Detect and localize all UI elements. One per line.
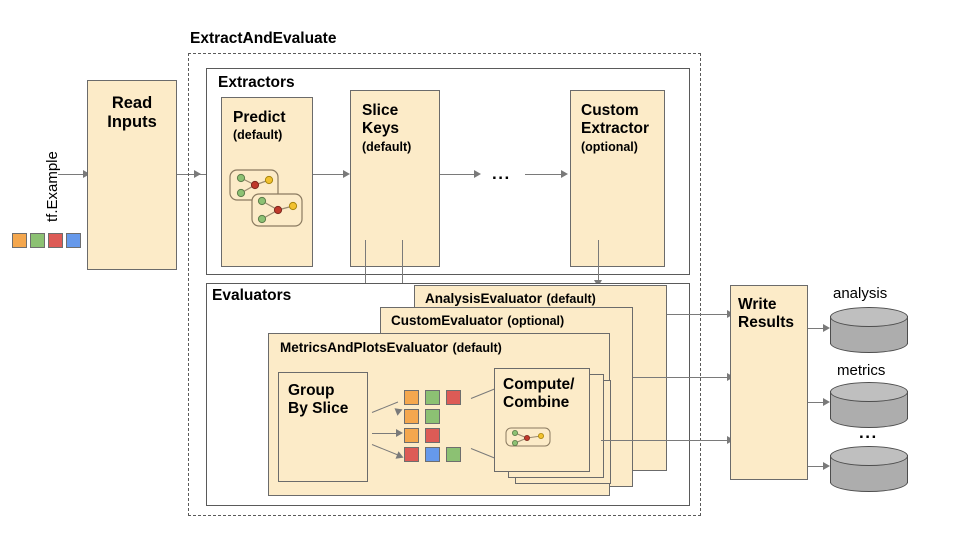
swatch-blue [66, 233, 81, 248]
arrowhead-ellipsis-to-custom [561, 170, 568, 178]
group-by-slice-label-line1: Group [288, 382, 335, 399]
extract-and-evaluate-container [188, 53, 701, 516]
arrowhead-extract-entry [194, 170, 201, 178]
arrow-write-to-analysis [808, 328, 827, 329]
extractor-custom-name-line1: Custom [581, 102, 639, 119]
extractor-box-slice-keys[interactable]: Slice Keys (default) [350, 90, 440, 267]
arrowhead-write-to-analysis [823, 324, 830, 332]
extractors-title: Extractors [218, 74, 295, 91]
swatch-orange [12, 233, 27, 248]
cylinder-top [830, 307, 908, 327]
output-store-analysis[interactable] [830, 307, 908, 353]
slice-swatch [404, 409, 419, 424]
extractor-slicekeys-name-line1: Slice [362, 102, 399, 119]
evaluators-title: Evaluators [212, 287, 292, 304]
output-label-more: ... [859, 423, 878, 442]
output-label-metrics: metrics [837, 362, 886, 379]
compute-combine-box[interactable]: Compute/ Combine [494, 368, 590, 472]
swatch-green [30, 233, 45, 248]
arrow-slicekeys-to-ellipsis [440, 174, 478, 175]
extractor-box-custom[interactable]: Custom Extractor (optional) [570, 90, 665, 267]
arrow-predict-to-slicekeys [313, 174, 346, 175]
evaluator-analysis-qualifier: (default) [546, 292, 596, 306]
slice-swatch-grid [404, 390, 466, 462]
extractors-ellipsis: ... [492, 164, 511, 183]
arrowhead-write-to-metrics [823, 398, 830, 406]
cylinder-top [830, 382, 908, 402]
swatch-red [48, 233, 63, 248]
write-results-label-line1: Write [738, 296, 777, 313]
slice-swatch [425, 390, 440, 405]
slice-swatch [446, 447, 461, 462]
input-swatch-group [12, 233, 82, 249]
extractor-predict-qualifier: (default) [233, 128, 283, 143]
slice-swatch [425, 409, 440, 424]
evaluator-metrics-name: MetricsAndPlotsEvaluator [280, 340, 449, 355]
evaluator-analysis-name: AnalysisEvaluator [425, 291, 543, 306]
compute-combine-label-line2: Combine [503, 394, 570, 412]
read-inputs-box[interactable]: Read Inputs [87, 80, 177, 270]
arrow-group-to-row3 [372, 433, 400, 434]
extract-and-evaluate-title: ExtractAndEvaluate [190, 30, 337, 47]
slice-swatch [446, 390, 461, 405]
compute-combine-label-line1: Compute/ [503, 376, 575, 393]
input-label-tf-example: tf.Example [44, 151, 61, 222]
extractor-slicekeys-qualifier: (default) [362, 139, 412, 154]
extractor-predict-name: Predict [233, 109, 286, 126]
arrowhead-predict-to-slicekeys [343, 170, 350, 178]
extractor-custom-name-line2: Extractor [581, 120, 650, 138]
arrowhead-write-to-other [823, 462, 830, 470]
arrowhead-group-to-row3 [396, 429, 403, 437]
connector-custom-extractor-to-analysis [598, 240, 599, 283]
arrow-analysis-to-write [667, 314, 734, 315]
arrow-input-to-read-inputs [58, 174, 88, 175]
arrow-customeval-to-write [633, 377, 734, 378]
extractor-custom-qualifier: (optional) [581, 139, 638, 154]
arrowhead-input-to-read-inputs [83, 170, 90, 178]
output-store-other[interactable] [830, 446, 908, 492]
slice-swatch [404, 390, 419, 405]
arrow-metrics-to-write [601, 440, 734, 441]
arrowhead-slicekeys-to-ellipsis [474, 170, 481, 178]
write-results-label-line2: Results [738, 314, 794, 332]
model-graph-icon [228, 168, 306, 230]
slice-swatch [404, 428, 419, 443]
evaluator-custom-qualifier: (optional) [507, 314, 565, 328]
evaluator-metrics-qualifier: (default) [452, 341, 502, 355]
read-inputs-label-line1: Read [111, 94, 153, 112]
connector-slicekeys-to-customeval [402, 240, 403, 302]
slice-swatch [425, 428, 440, 443]
group-by-slice-label-line2: By Slice [288, 400, 349, 418]
evaluator-custom-name: CustomEvaluator [391, 313, 503, 328]
slice-swatch [425, 447, 440, 462]
cylinder-top [830, 446, 908, 466]
read-inputs-label-line2: Inputs [107, 113, 157, 132]
write-results-box[interactable]: Write Results [730, 285, 808, 480]
extractor-slicekeys-name-line2: Keys [362, 120, 400, 138]
group-by-slice-box[interactable]: Group By Slice [278, 372, 368, 482]
output-store-metrics[interactable] [830, 382, 908, 428]
arrow-write-to-metrics [808, 402, 827, 403]
output-label-analysis: analysis [833, 285, 888, 302]
arrow-write-to-other [808, 466, 827, 467]
arrow-ellipsis-to-custom [525, 174, 565, 175]
plot-graph-icon [505, 425, 555, 449]
slice-swatch [404, 447, 419, 462]
